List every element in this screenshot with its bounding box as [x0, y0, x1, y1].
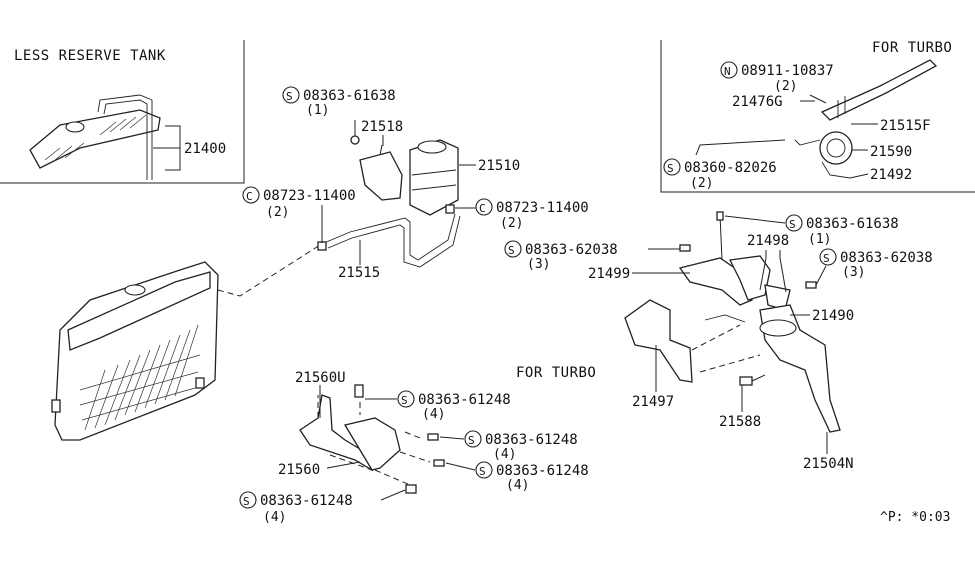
fastener-qty: (2): [774, 79, 797, 94]
fastener-number-08723-11400: 08723-11400: [496, 200, 589, 216]
fastener-qty: (3): [527, 257, 550, 272]
inset-less-reserve-tank: LESS RESERVE TANK 21400: [0, 40, 245, 184]
fastener-qty: (1): [306, 103, 329, 118]
bolt-icon: [679, 244, 691, 252]
bolt-icon: [805, 281, 817, 289]
duct-21499: [678, 257, 753, 306]
screw-symbol-icon: [663, 158, 681, 176]
fastener-number-08911-10837: 08911-10837: [741, 63, 834, 79]
bolt-icon: [716, 211, 724, 221]
fastener-qty: (1): [808, 232, 831, 247]
fastener-prefix-s: S: [479, 465, 486, 478]
label-21476g: 21476G: [732, 94, 783, 110]
pipe-assembly: [820, 59, 938, 121]
inset-for-turbo: FOR TURBO N 08911-10837 (2) 21476G 21515…: [660, 40, 975, 193]
bracket-21497: [624, 299, 693, 383]
fastener-qty: (4): [263, 510, 286, 525]
fastener-number-08363-61638: 08363-61638: [806, 216, 899, 232]
label-21515f: 21515F: [880, 118, 931, 134]
fastener-prefix-s: S: [789, 218, 796, 231]
screw-symbol-icon: [504, 240, 522, 258]
fastener-number-08363-61638: 08363-61638: [303, 88, 396, 104]
reserve-tank-21510: 21510: [409, 139, 520, 216]
fastener-number-08363-62038: 08363-62038: [525, 242, 618, 258]
inset-title-for-turbo: FOR TURBO: [872, 40, 952, 56]
clamp-symbol-icon: [242, 186, 260, 204]
fan-unit-21590: [819, 131, 853, 165]
fastener-qty: (2): [690, 176, 713, 191]
screw-symbol-icon: [819, 248, 837, 266]
nut-symbol-icon: [720, 61, 738, 79]
fastener-number-08360-82026: 08360-82026: [684, 160, 777, 176]
fastener-prefix-s: S: [286, 90, 293, 103]
label-21518: 21518: [361, 119, 403, 135]
label-21560u: 21560U: [295, 370, 346, 386]
radiator-cap-icon: [124, 284, 146, 296]
bracket-21518: 21518: [350, 119, 403, 201]
screw-symbol-icon: [282, 86, 300, 104]
label-21515: 21515: [338, 265, 380, 281]
label-21560: 21560: [278, 462, 320, 478]
fastener-prefix-s: S: [667, 162, 674, 175]
fastener-prefix-c: C: [479, 202, 486, 215]
intake-duct-group: [624, 211, 841, 433]
duct-21504n: [759, 304, 841, 433]
screw-symbol-icon: [464, 430, 482, 448]
radiator-21400: [51, 261, 219, 441]
fastener-prefix-s: S: [468, 434, 475, 447]
label-21510: 21510: [478, 158, 520, 174]
bolt-icon: [350, 135, 360, 145]
screw-symbol-icon: [239, 491, 257, 509]
label-21492: 21492: [870, 167, 912, 183]
title-for-turbo: FOR TURBO: [516, 365, 596, 381]
fastener-prefix-c: C: [246, 190, 253, 203]
fastener-qty: (2): [500, 216, 523, 231]
fastener-number-08363-61248: 08363-61248: [485, 432, 578, 448]
radiator-top-fragment: [29, 109, 161, 169]
inset-title-less-reserve-tank: LESS RESERVE TANK: [14, 48, 166, 64]
fastener-number-08363-61248: 08363-61248: [260, 493, 353, 509]
hose-21515: 21515: [317, 204, 461, 281]
label-21490: 21490: [812, 308, 854, 324]
fastener-qty: (2): [266, 205, 289, 220]
sensor-21588: [739, 376, 753, 386]
label-21588: 21588: [719, 414, 761, 430]
fastener-prefix-s: S: [823, 252, 830, 265]
screw-symbol-icon: [475, 461, 493, 479]
bracket-21560: 21560U 21560: [278, 370, 445, 494]
label-21590: 21590: [870, 144, 912, 160]
radiator-cap-icon: [65, 121, 85, 133]
label-21504n: 21504N: [803, 456, 854, 472]
screw-symbol-icon: [397, 390, 415, 408]
fastener-number-08363-62038: 08363-62038: [840, 250, 933, 266]
fastener-prefix-n: N: [724, 65, 731, 78]
bolt-icon: [433, 459, 445, 467]
fastener-prefix-s: S: [508, 244, 515, 257]
fastener-prefix-s: S: [401, 394, 408, 407]
bolt-icon: [354, 384, 364, 398]
label-21499: 21499: [588, 266, 630, 282]
fastener-qty: (4): [493, 447, 516, 462]
screw-symbol-icon: [785, 214, 803, 232]
label-21497: 21497: [632, 394, 674, 410]
fastener-qty: (3): [842, 265, 865, 280]
fastener-number-08363-61248: 08363-61248: [496, 463, 589, 479]
label-21498: 21498: [747, 233, 789, 249]
label-21400: 21400: [184, 141, 226, 157]
fastener-number-08723-11400: 08723-11400: [263, 188, 356, 204]
bolt-icon: [405, 484, 417, 494]
fastener-qty: (4): [422, 407, 445, 422]
fastener-number-08363-61248: 08363-61248: [418, 392, 511, 408]
bolt-icon: [427, 433, 439, 441]
fastener-prefix-s: S: [243, 495, 250, 508]
fastener-qty: (4): [506, 478, 529, 493]
clamp-symbol-icon: [475, 198, 493, 216]
diagram-code: ^P: *0:03: [880, 510, 950, 525]
